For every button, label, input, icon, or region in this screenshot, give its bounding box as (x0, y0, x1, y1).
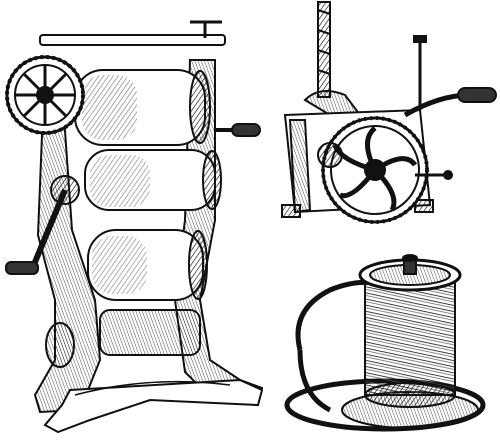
roller-machine (5, 20, 264, 434)
cable-spool (284, 254, 486, 432)
image-id-text: 1425312912 (0, 303, 2, 364)
hand-crank-wheel-machine (281, 1, 497, 224)
